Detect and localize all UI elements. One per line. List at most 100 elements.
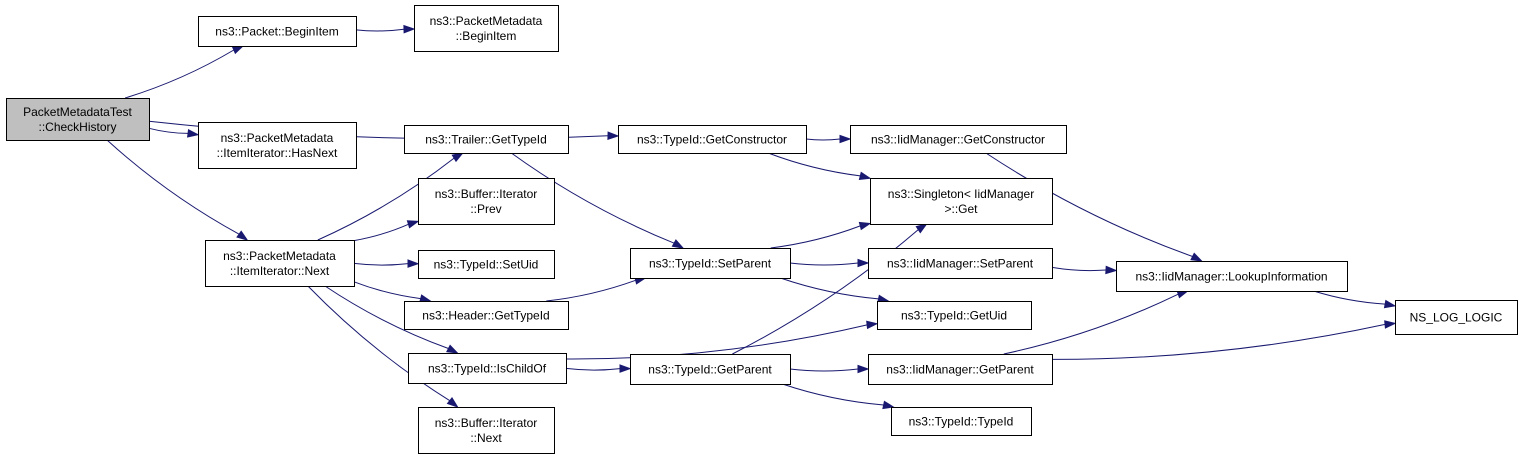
edge-typeid-get-parent-to-typeid-typeid	[782, 383, 884, 406]
node-label-typeid-set-uid-line-0: ns3::TypeId::SetUid	[434, 258, 539, 272]
edge-iidmanager-get-parent-to-ns-log-logic	[1051, 323, 1386, 360]
node-iidmanager-set-parent[interactable]: ns3::IidManager::SetParent	[868, 248, 1053, 279]
node-box-header-get-typeid	[404, 301, 569, 330]
node-typeid-get-uid[interactable]: ns3::TypeId::GetUid	[877, 301, 1032, 330]
node-header-get-typeid[interactable]: ns3::Header::GetTypeId	[404, 301, 569, 330]
node-box-buffer-iterator-prev	[418, 178, 555, 225]
call-edges	[106, 24, 1397, 410]
edge-trailer-get-typeid-to-typeid-set-parent	[511, 152, 675, 244]
arrowhead-iidmanager-set-parent-to-iidmanager-lookup-information	[1105, 265, 1118, 275]
node-typeid-typeid[interactable]: ns3::TypeId::TypeId	[891, 407, 1032, 436]
node-check-history: PacketMetadataTest::CheckHistory	[6, 98, 150, 141]
node-label-iidmanager-get-constructor-line-0: ns3::IidManager::GetConstructor	[871, 133, 1045, 147]
node-box-singleton-get	[870, 178, 1053, 225]
edge-item-iterator-next-to-trailer-get-typeid	[317, 157, 455, 241]
arrowhead-typeid-set-parent-to-iidmanager-set-parent	[857, 258, 870, 268]
edge-item-iterator-next-to-typeid-set-uid	[353, 262, 409, 266]
arrowhead-typeid-is-child-of-to-typeid-get-parent	[619, 364, 632, 373]
arrowhead-typeid-get-parent-to-iidmanager-get-parent	[857, 364, 870, 374]
node-label-buffer-iterator-next-line-1: ::Next	[470, 431, 502, 445]
node-box-typeid-set-uid	[418, 250, 555, 279]
edge-typeid-is-child-of-to-typeid-get-uid	[565, 324, 868, 360]
node-label-iidmanager-get-parent-line-0: ns3::IidManager::GetParent	[886, 363, 1034, 377]
node-label-typeid-typeid-line-0: ns3::TypeId::TypeId	[909, 415, 1014, 429]
node-box-typeid-set-parent	[630, 248, 791, 279]
node-box-typeid-typeid	[891, 407, 1032, 436]
node-box-ns-log-logic	[1395, 300, 1518, 335]
arrowhead-item-iterator-next-to-buffer-iterator-prev	[406, 220, 420, 229]
node-label-ns-log-logic-line-0: NS_LOG_LOGIC	[1410, 311, 1503, 325]
node-box-packet-begin-item	[198, 16, 357, 47]
node-ns-log-logic[interactable]: NS_LOG_LOGIC	[1395, 300, 1518, 335]
node-label-iidmanager-lookup-information-line-0: ns3::IidManager::LookupInformation	[1135, 270, 1327, 284]
node-box-packetmetadata-begin-item	[414, 5, 559, 52]
node-label-check-history-line-0: PacketMetadataTest	[23, 105, 132, 119]
edge-typeid-set-parent-to-singleton-get	[770, 225, 861, 249]
node-box-iidmanager-lookup-information	[1116, 261, 1348, 292]
edge-typeid-get-constructor-to-iidmanager-get-constructor	[805, 138, 841, 141]
node-label-buffer-iterator-prev-line-0: ns3::Buffer::Iterator	[435, 187, 538, 201]
node-typeid-set-uid[interactable]: ns3::TypeId::SetUid	[418, 250, 555, 279]
edge-typeid-get-parent-to-singleton-get	[732, 229, 919, 355]
call-nodes: PacketMetadataTest::CheckHistoryns3::Pac…	[6, 5, 1518, 454]
arrowhead-typeid-is-child-of-to-typeid-get-uid	[866, 320, 879, 330]
node-packet-begin-item[interactable]: ns3::Packet::BeginItem	[198, 16, 357, 47]
node-label-typeid-set-parent-line-0: ns3::TypeId::SetParent	[649, 257, 772, 271]
node-box-buffer-iterator-next	[418, 407, 555, 454]
edge-check-history-to-item-iterator-next	[106, 139, 240, 235]
edge-item-iterator-next-to-buffer-iterator-next	[307, 285, 451, 402]
node-label-packetmetadata-begin-item-line-1: ::BeginItem	[456, 29, 517, 43]
edge-header-get-typeid-to-typeid-set-parent	[546, 279, 636, 302]
node-label-buffer-iterator-next-line-0: ns3::Buffer::Iterator	[435, 416, 538, 430]
node-singleton-get[interactable]: ns3::Singleton< IidManager >::Get	[870, 178, 1053, 225]
node-packetmetadata-begin-item[interactable]: ns3::PacketMetadata::BeginItem	[414, 5, 559, 52]
node-label-singleton-get-line-1: >::Get	[944, 202, 978, 216]
node-box-item-iterator-next	[205, 240, 355, 287]
arrowhead-iidmanager-get-parent-to-ns-log-logic	[1384, 320, 1397, 329]
node-label-singleton-get-line-0: ns3::Singleton< IidManager	[888, 187, 1034, 201]
edge-iidmanager-lookup-information-to-ns-log-logic	[1313, 290, 1386, 305]
node-item-iterator-has-next[interactable]: ns3::PacketMetadata::ItemIterator::HasNe…	[198, 122, 357, 169]
edge-typeid-set-parent-to-typeid-get-uid	[780, 277, 879, 300]
node-buffer-iterator-next[interactable]: ns3::Buffer::Iterator::Next	[418, 407, 555, 454]
node-iidmanager-get-constructor[interactable]: ns3::IidManager::GetConstructor	[850, 125, 1067, 154]
arrowhead-iidmanager-get-constructor-to-iidmanager-lookup-information	[1190, 252, 1203, 262]
arrowhead-typeid-set-parent-to-singleton-get	[858, 221, 872, 231]
node-label-packet-begin-item-line-0: ns3::Packet::BeginItem	[215, 25, 338, 39]
node-buffer-iterator-prev[interactable]: ns3::Buffer::Iterator::Prev	[418, 178, 555, 225]
arrowhead-typeid-get-parent-to-singleton-get	[915, 223, 928, 234]
node-label-check-history-line-1: ::CheckHistory	[38, 120, 116, 134]
edge-item-iterator-next-to-buffer-iterator-prev	[353, 223, 409, 242]
node-trailer-get-typeid[interactable]: ns3::Trailer::GetTypeId	[404, 125, 569, 154]
node-box-typeid-get-uid	[877, 301, 1032, 330]
edge-check-history-to-item-iterator-has-next	[148, 127, 189, 134]
node-iidmanager-get-parent[interactable]: ns3::IidManager::GetParent	[868, 354, 1053, 385]
node-iidmanager-lookup-information[interactable]: ns3::IidManager::LookupInformation	[1116, 261, 1348, 292]
node-typeid-get-parent[interactable]: ns3::TypeId::GetParent	[630, 354, 791, 385]
node-box-trailer-get-typeid	[404, 125, 569, 154]
edge-typeid-set-parent-to-iidmanager-set-parent	[789, 262, 859, 266]
arrowhead-check-history-to-packet-begin-item	[231, 45, 245, 55]
edge-typeid-get-parent-to-iidmanager-get-parent	[789, 368, 859, 372]
node-item-iterator-next[interactable]: ns3::PacketMetadata::ItemIterator::Next	[205, 240, 355, 287]
edge-item-iterator-next-to-typeid-is-child-of	[324, 285, 449, 349]
arrowhead-typeid-get-constructor-to-singleton-get	[858, 171, 872, 180]
node-label-header-get-typeid-line-0: ns3::Header::GetTypeId	[422, 309, 549, 323]
node-box-typeid-get-parent	[630, 354, 791, 385]
arrowhead-check-history-to-item-iterator-has-next	[187, 129, 200, 138]
node-label-trailer-get-typeid-line-0: ns3::Trailer::GetTypeId	[425, 133, 547, 147]
node-box-typeid-is-child-of	[408, 353, 567, 384]
node-label-typeid-get-uid-line-0: ns3::TypeId::GetUid	[901, 309, 1007, 323]
arrowhead-typeid-get-constructor-to-iidmanager-get-constructor	[839, 134, 852, 144]
node-label-item-iterator-next-line-0: ns3::PacketMetadata	[223, 249, 336, 263]
node-typeid-get-constructor[interactable]: ns3::TypeId::GetConstructor	[618, 125, 807, 154]
node-typeid-is-child-of[interactable]: ns3::TypeId::IsChildOf	[408, 353, 567, 384]
node-typeid-set-parent[interactable]: ns3::TypeId::SetParent	[630, 248, 791, 279]
node-label-typeid-get-parent-line-0: ns3::TypeId::GetParent	[648, 363, 772, 377]
node-label-typeid-is-child-of-line-0: ns3::TypeId::IsChildOf	[428, 362, 547, 376]
node-box-iidmanager-get-constructor	[850, 125, 1067, 154]
node-label-item-iterator-has-next-line-0: ns3::PacketMetadata	[221, 131, 334, 145]
node-label-packetmetadata-begin-item-line-0: ns3::PacketMetadata	[430, 14, 543, 28]
edge-iidmanager-set-parent-to-iidmanager-lookup-information	[1051, 266, 1107, 272]
